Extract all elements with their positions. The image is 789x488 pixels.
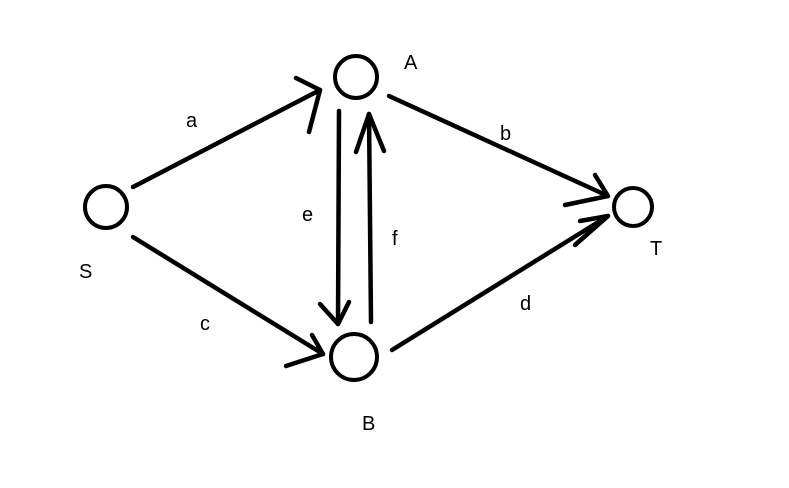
- edge-label-e: e: [302, 204, 313, 226]
- edge-label-f: f: [392, 228, 398, 250]
- edge-c-arrowhead: [283, 332, 326, 369]
- node-label-t: T: [650, 238, 662, 260]
- node-s: [83, 184, 129, 230]
- edge-e-arrowhead: [317, 299, 352, 327]
- edge-d-arrowhead: [572, 213, 611, 248]
- edge-label-c: c: [200, 313, 210, 335]
- node-t: [612, 186, 654, 228]
- node-a: [333, 54, 379, 100]
- edge-d-line: [389, 213, 611, 353]
- edge-f-arrowhead: [353, 111, 387, 155]
- edge-f-line: [366, 111, 374, 325]
- node-label-s: S: [79, 261, 92, 283]
- edge-label-b: b: [500, 123, 511, 145]
- edge-e-line: [335, 108, 342, 327]
- node-label-b: B: [362, 413, 375, 435]
- node-b: [329, 332, 379, 382]
- edge-b-arrowhead: [562, 172, 611, 208]
- edge-b-line: [386, 93, 611, 199]
- edge-label-a: a: [186, 110, 198, 132]
- edge-c-line: [130, 234, 326, 357]
- edge-a-line: [130, 87, 323, 190]
- edge-a-arrowhead: [293, 75, 323, 135]
- edge-label-d: d: [520, 293, 531, 315]
- node-label-a: A: [404, 52, 418, 74]
